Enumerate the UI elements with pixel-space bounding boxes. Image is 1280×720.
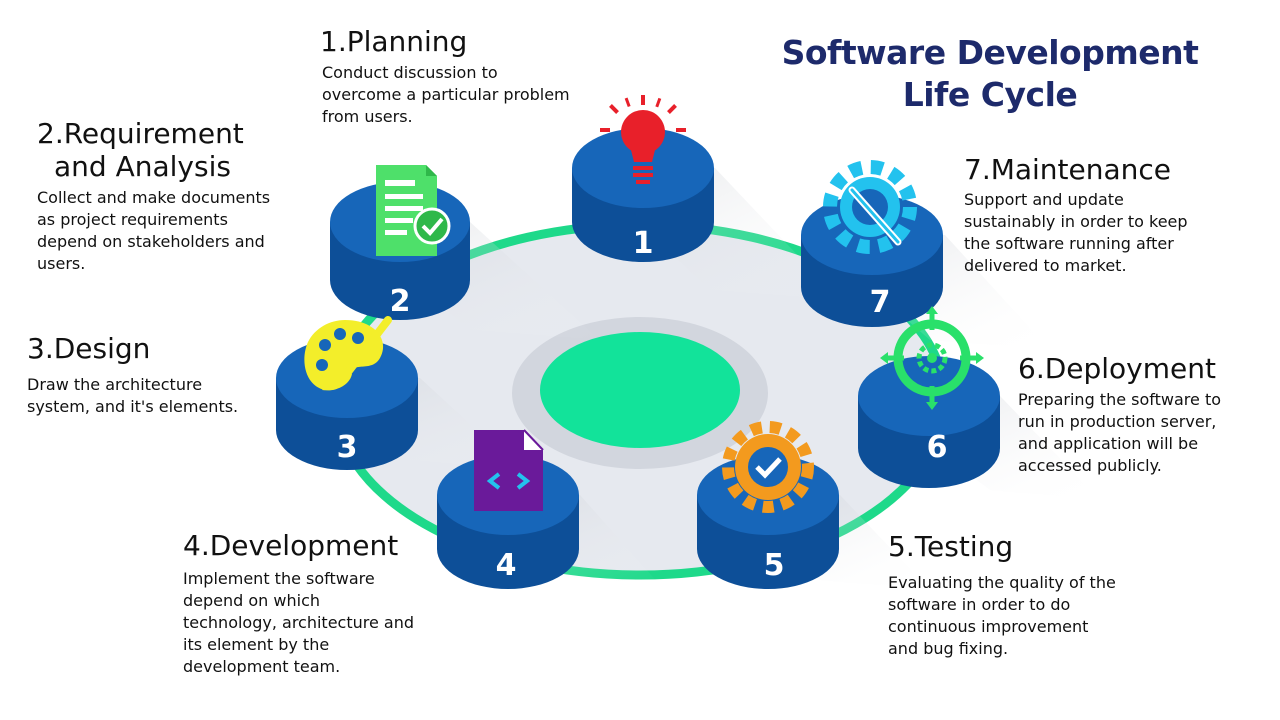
- step-1-number: 1: [633, 226, 654, 261]
- step-6-disc: 6: [858, 356, 1100, 500]
- step-3-desc-line: system, and it's elements.: [27, 397, 239, 416]
- step-7-description: Support and update sustainably in order …: [964, 189, 1254, 277]
- step-7-desc-line: sustainably in order to keep: [964, 212, 1188, 231]
- step-5-title: 5.Testing: [888, 530, 1014, 563]
- diagram-title: Software Development Life Cycle: [760, 32, 1220, 116]
- step-7-desc-line: delivered to market.: [964, 256, 1127, 275]
- step-4-description: Implement the software depend on which t…: [183, 568, 473, 678]
- center-circle: [540, 332, 740, 448]
- step-1-desc-line: from users.: [322, 107, 413, 126]
- title-line-1: Software Development: [781, 33, 1199, 72]
- step-5-desc-line: Evaluating the quality of the: [888, 573, 1116, 592]
- step-7-title: 7.Maintenance: [964, 153, 1172, 186]
- step-5-description: Evaluating the quality of the software i…: [888, 572, 1188, 660]
- step-3-number: 3: [337, 430, 358, 465]
- step-2-desc-line: as project requirements: [37, 210, 228, 229]
- title-line-2: Life Cycle: [902, 75, 1078, 114]
- palette-brush-icon: [304, 316, 392, 391]
- step-4-desc-line: Implement the software: [183, 569, 375, 588]
- step-2-title: 2.Requirement and Analysis: [37, 117, 244, 183]
- step-3-title: 3.Design: [27, 332, 151, 365]
- step-4-desc-line: technology, architecture and: [183, 613, 415, 632]
- step-6-title: 6.Deployment: [1018, 352, 1216, 385]
- step-2-description: Collect and make documents as project re…: [37, 187, 317, 275]
- lightbulb-icon: [600, 95, 686, 184]
- step-1-desc-line: overcome a particular problem: [322, 85, 570, 104]
- step-2-desc-line: Collect and make documents: [37, 188, 271, 207]
- code-file-icon: [474, 429, 544, 511]
- step-6-desc-line: Preparing the software to: [1018, 390, 1222, 409]
- step-1-desc-line: Conduct discussion to: [322, 63, 498, 82]
- step-7-number: 7: [870, 285, 891, 320]
- document-check-icon: [376, 165, 451, 256]
- step-6-description: Preparing the software to run in product…: [1018, 389, 1273, 477]
- step-4-title: 4.Development: [183, 529, 399, 562]
- step-7-desc-line: Support and update: [964, 190, 1124, 209]
- step-4-desc-line: depend on which: [183, 591, 321, 610]
- step-1-description: Conduct discussion to overcome a particu…: [322, 62, 622, 128]
- gear-check-icon: [722, 421, 814, 513]
- step-5-number: 5: [764, 548, 785, 583]
- gear-wrench-icon: [823, 160, 917, 254]
- step-3-desc-line: Draw the architecture: [27, 375, 203, 394]
- step-5-desc-line: software in order to do: [888, 595, 1071, 614]
- step-4-desc-line: its element by the: [183, 635, 330, 654]
- deploy-target-icon: [880, 306, 984, 410]
- step-1-disc: 1: [572, 128, 840, 300]
- step-5-desc-line: continuous improvement: [888, 617, 1089, 636]
- step-6-desc-line: accessed publicly.: [1018, 456, 1162, 475]
- step-7-desc-line: the software running after: [964, 234, 1174, 253]
- step-2-desc-line: depend on stakeholders and: [37, 232, 265, 251]
- step-4-desc-line: development team.: [183, 657, 341, 676]
- step-2-number: 2: [390, 284, 411, 319]
- step-6-number: 6: [927, 430, 948, 465]
- step-2-desc-line: users.: [37, 254, 86, 273]
- step-2-title-line: 2.Requirement: [37, 117, 244, 150]
- step-3-description: Draw the architecture system, and it's e…: [27, 374, 287, 418]
- step-6-desc-line: run in production server,: [1018, 412, 1217, 431]
- step-5-desc-line: and bug fixing.: [888, 639, 1009, 658]
- step-4-number: 4: [496, 548, 517, 583]
- step-1-title: 1.Planning: [320, 25, 468, 58]
- step-2-title-line: and Analysis: [54, 150, 231, 183]
- step-6-desc-line: and application will be: [1018, 434, 1199, 453]
